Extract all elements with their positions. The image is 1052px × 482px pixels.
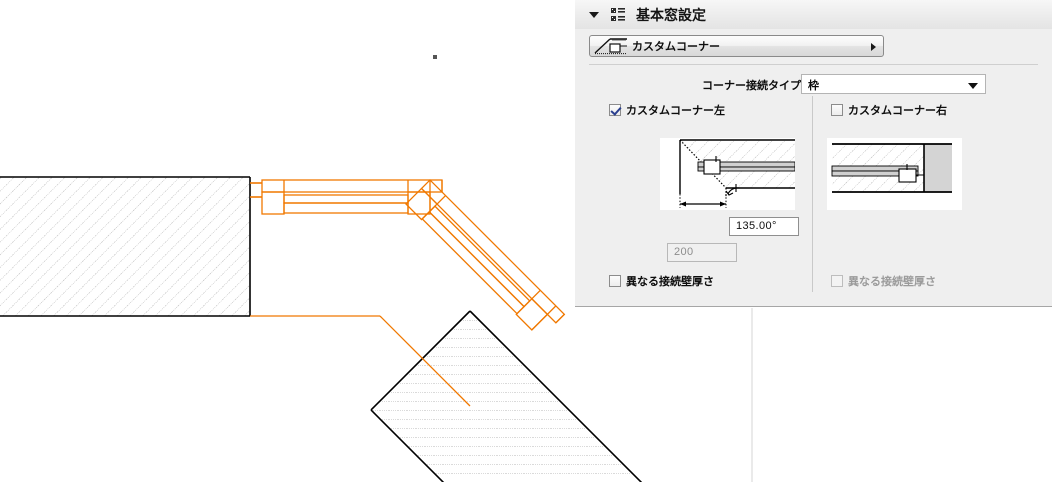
checkbox-different-wall-thickness-right[interactable]: 異なる接続壁厚さ: [831, 273, 936, 289]
wall-diagonal-right[interactable]: [340, 310, 1052, 482]
corner-preview-right: [827, 138, 962, 210]
checkbox-custom-corner-right-label: カスタムコーナー右: [848, 105, 947, 117]
custom-corner-type-combo[interactable]: カスタムコーナー: [589, 35, 884, 57]
orange-reference-lines[interactable]: [250, 182, 471, 407]
checkbox-box-icon[interactable]: [609, 275, 621, 287]
custom-corner-icon: [594, 38, 627, 55]
chevron-down-icon: [968, 83, 978, 89]
corner-preview-left: [660, 138, 795, 210]
header-separator: [589, 64, 1038, 65]
connection-type-value: 枠: [808, 80, 819, 92]
caret-right-icon: [871, 43, 876, 51]
connection-type-select[interactable]: 枠: [801, 74, 986, 94]
checkbox-custom-corner-left[interactable]: カスタムコーナー左: [609, 102, 725, 118]
checkbox-box-icon[interactable]: [831, 275, 843, 287]
column-divider: [812, 96, 813, 292]
panel-header: 基本窓設定: [575, 0, 1052, 29]
wall-horizontal-left[interactable]: [0, 176, 251, 317]
checkbox-different-wall-thickness-left[interactable]: 異なる接続壁厚さ: [609, 273, 714, 289]
connection-type-label: コーナー接続タイプ: [702, 80, 801, 92]
type-selector-row: カスタムコーナー << >>: [575, 33, 1052, 61]
checkbox-box-icon[interactable]: [831, 104, 843, 116]
corner-offset-input[interactable]: 200: [667, 243, 737, 262]
connection-type-row: コーナー接続タイプ 枠: [575, 74, 1052, 98]
checkbox-different-wall-thickness-left-label: 異なる接続壁厚さ: [626, 276, 714, 288]
checkbox-different-wall-thickness-right-label: 異なる接続壁厚さ: [848, 276, 936, 288]
triangle-down-icon[interactable]: [589, 11, 599, 18]
page-title: 基本窓設定: [636, 6, 706, 23]
point-marker[interactable]: [433, 55, 437, 59]
checkbox-custom-corner-right[interactable]: カスタムコーナー右: [831, 102, 947, 118]
window-settings-icon: [611, 7, 625, 21]
window-element-diagonal[interactable]: [405, 179, 566, 338]
window-element-horizontal[interactable]: [261, 179, 443, 215]
checkbox-custom-corner-left-label: カスタムコーナー左: [626, 105, 725, 117]
custom-corner-type-label: カスタムコーナー: [632, 41, 720, 53]
corner-angle-input[interactable]: 135.00°: [729, 217, 799, 236]
checkbox-box-icon[interactable]: [609, 104, 621, 116]
basic-window-settings-panel: 基本窓設定 カスタムコーナー << >> コーナー接続タイ: [575, 0, 1052, 307]
